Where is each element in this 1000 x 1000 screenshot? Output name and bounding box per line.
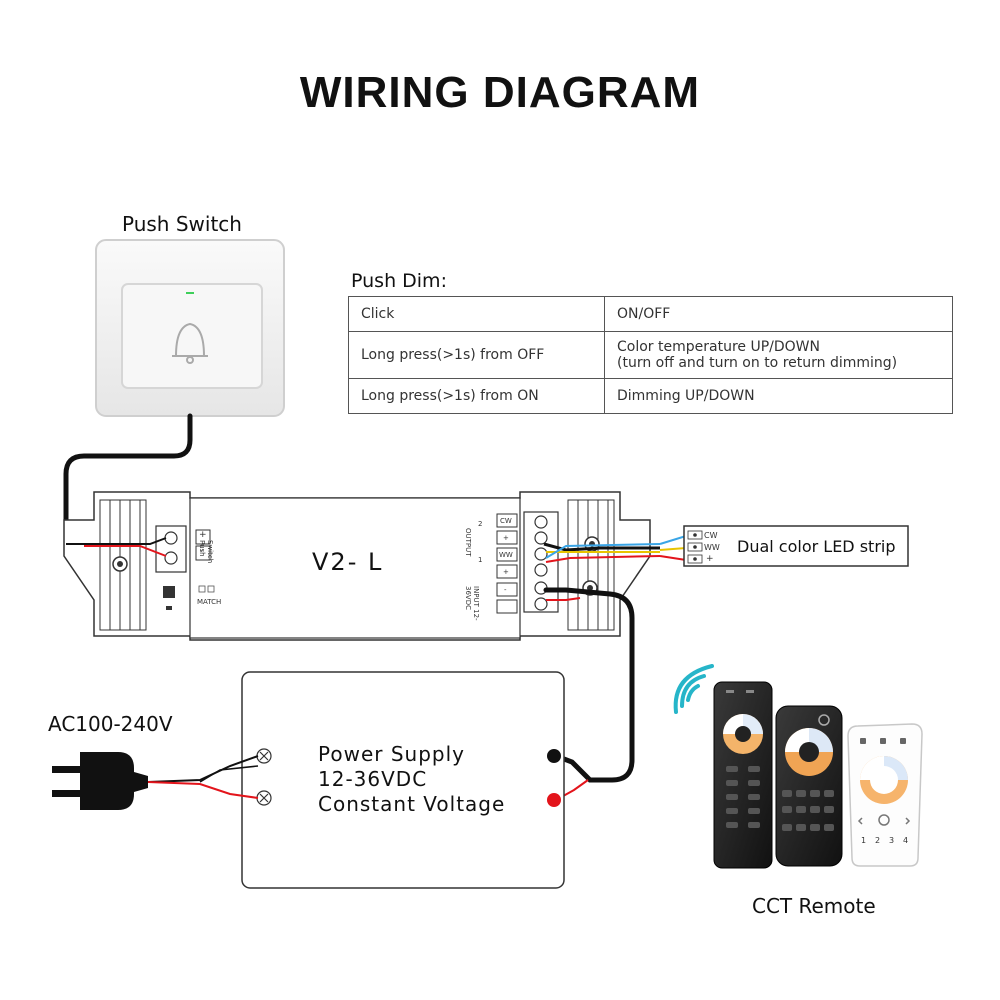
switch-minus-label: - (200, 546, 204, 556)
push-switch-label: Push Switch (122, 212, 242, 236)
match-button[interactable] (163, 585, 215, 610)
push-dim-action: Long press(>1s) from OFF (348, 331, 605, 379)
push-dim-result: ON/OFF (604, 296, 953, 332)
push-dim-result-text: Dimming UP/DOWN (617, 388, 755, 404)
switch-red-wire (84, 545, 167, 557)
led-pin-ww: WW (704, 543, 720, 552)
psu-dc-negative (547, 749, 561, 763)
input-minus-label: - (504, 586, 507, 594)
push-dim-result-text: Color temperature UP/DOWN (617, 339, 820, 355)
output-ch1-label: 1 (478, 556, 483, 564)
page-title: WIRING DIAGRAM (299, 68, 701, 117)
push-dim-result-text: ON/OFF (617, 306, 671, 322)
power-supply-label: Power Supply 12-36VDC Constant Voltage (318, 742, 505, 817)
switch-terminal-block[interactable] (155, 525, 211, 573)
ac-plug (52, 752, 148, 810)
controller-model-label: V2- L (312, 548, 384, 576)
output-blue-wire (545, 543, 661, 559)
push-dim-result-note: (turn off and turn on to return dimming) (617, 355, 898, 371)
switch-indicator-led (186, 292, 194, 294)
push-dim-result: Color temperature UP/DOWN (turn off and … (604, 331, 953, 379)
output-black-wire (543, 542, 660, 552)
remote-button-1[interactable]: 1 (861, 836, 867, 845)
output-ch2-label: 2 (478, 520, 483, 528)
psu-line2: 12-36VDC (318, 767, 428, 791)
ac-input-label: AC100-240V (48, 712, 173, 736)
power-supply (241, 671, 565, 889)
switch-push-label: Switch Push (198, 540, 214, 564)
psu-line1: Power Supply (318, 742, 465, 766)
remote-button-2[interactable]: 2 (875, 836, 881, 845)
output-red-wire (545, 555, 661, 563)
switch-plus-label: + (199, 530, 207, 540)
table-row: Long press(>1s) from ON Dimming UP/DOWN (348, 378, 953, 414)
output-label: OUTPUT (464, 528, 472, 557)
bell-icon (172, 322, 208, 364)
psu-line3: Constant Voltage (318, 792, 506, 816)
remote-button-3[interactable]: 3 (889, 836, 895, 845)
input-cable (543, 587, 635, 783)
output-plus-label: + (503, 534, 509, 542)
led-strip-label: Dual color LED strip (737, 537, 896, 556)
remote-cct-white[interactable] (847, 723, 923, 867)
output-plus2-label: + (503, 568, 509, 576)
output-cw-label: CW (500, 517, 512, 525)
table-row: Click ON/OFF (348, 296, 953, 332)
push-dim-action: Click (348, 296, 605, 332)
led-pin-cw: CW (704, 531, 718, 540)
remote-cct-round[interactable] (775, 705, 843, 867)
output-ww-label: WW (499, 551, 513, 559)
remote-cct-tall[interactable] (713, 681, 773, 869)
push-dim-title: Push Dim: (351, 270, 447, 292)
push-dim-table: Click ON/OFF Long press(>1s) from OFF Co… (348, 296, 953, 414)
output-terminal-block[interactable] (496, 511, 559, 614)
remote-button-4[interactable]: 4 (903, 836, 909, 845)
push-dim-result: Dimming UP/DOWN (604, 378, 953, 414)
psu-dc-positive (547, 793, 561, 807)
led-pin-plus: + (706, 554, 714, 564)
input-label: INPUT 12-36VDC (464, 586, 480, 621)
power-icon (818, 714, 830, 726)
push-switch[interactable] (95, 239, 285, 417)
table-row: Long press(>1s) from OFF Color temperatu… (348, 331, 953, 379)
led-strip (683, 525, 909, 567)
cct-remote-label: CCT Remote (752, 894, 876, 918)
match-label: MATCH (197, 598, 222, 606)
push-dim-action: Long press(>1s) from ON (348, 378, 605, 414)
wifi-icon (673, 664, 714, 714)
